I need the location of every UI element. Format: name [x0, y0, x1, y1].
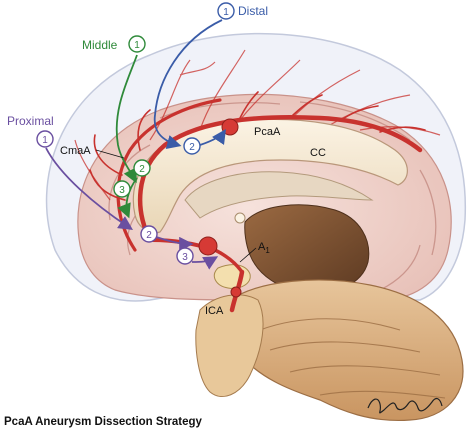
distal-label: Distal [238, 4, 268, 18]
cc-label: CC [310, 147, 326, 159]
cerebellar-folia [259, 318, 446, 399]
artist-signature [367, 397, 443, 414]
distal-step-2-text: 2 [189, 142, 195, 153]
distal-step-1-marker: 1 [217, 2, 235, 20]
proximal-step-1-marker: 1 [36, 130, 54, 148]
proximal-label: Proximal [7, 114, 54, 128]
cmaa-label: CmaA [60, 145, 91, 157]
cmaa-leader [95, 149, 125, 159]
proximal-step-2-text: 2 [146, 230, 152, 241]
pcaa-label: PcaA [254, 126, 281, 138]
middle-route [115, 54, 138, 184]
middle-step-2-text: 2 [139, 164, 145, 175]
distal-step-2-marker: 2 [183, 137, 201, 155]
proximal-aneurysm [198, 236, 218, 256]
middle-step-3-marker: 3 [113, 180, 131, 198]
fornix [184, 171, 374, 219]
anterior-commissure [234, 212, 246, 224]
middle-step-3-text: 3 [119, 185, 125, 196]
optic-chiasm [213, 264, 251, 289]
proximal-step-3-marker: 3 [176, 247, 194, 265]
middle-step-1-marker: 1 [128, 35, 146, 53]
distal-route [153, 19, 223, 150]
proximal-step-3-text: 3 [182, 252, 188, 263]
cortical-vessels [74, 49, 441, 201]
middle-label: Middle [82, 38, 118, 52]
figure-caption: PcaA Aneurysm Dissection Strategy [4, 416, 202, 428]
branch-arteries [89, 91, 426, 201]
middle-step-1-text: 1 [134, 40, 140, 51]
proximal-step-2-marker: 2 [140, 225, 158, 243]
middle-step-2-marker: 2 [133, 159, 151, 177]
distal-route-2 [199, 129, 226, 146]
middle-route-2 [117, 177, 138, 219]
ica-bulb [230, 286, 242, 298]
temporal-cerebellum [225, 279, 464, 422]
proximal-route-3 [191, 256, 219, 270]
a1-segment [213, 248, 244, 274]
proximal-route [45, 147, 134, 230]
a1-leader [239, 247, 257, 263]
proximal-step-1-text: 1 [42, 135, 48, 146]
a1-label: A1 [258, 241, 270, 255]
distal-step-1-text: 1 [223, 7, 229, 18]
ica-label: ICA [205, 305, 224, 317]
pcaa-aneurysm [221, 118, 239, 136]
